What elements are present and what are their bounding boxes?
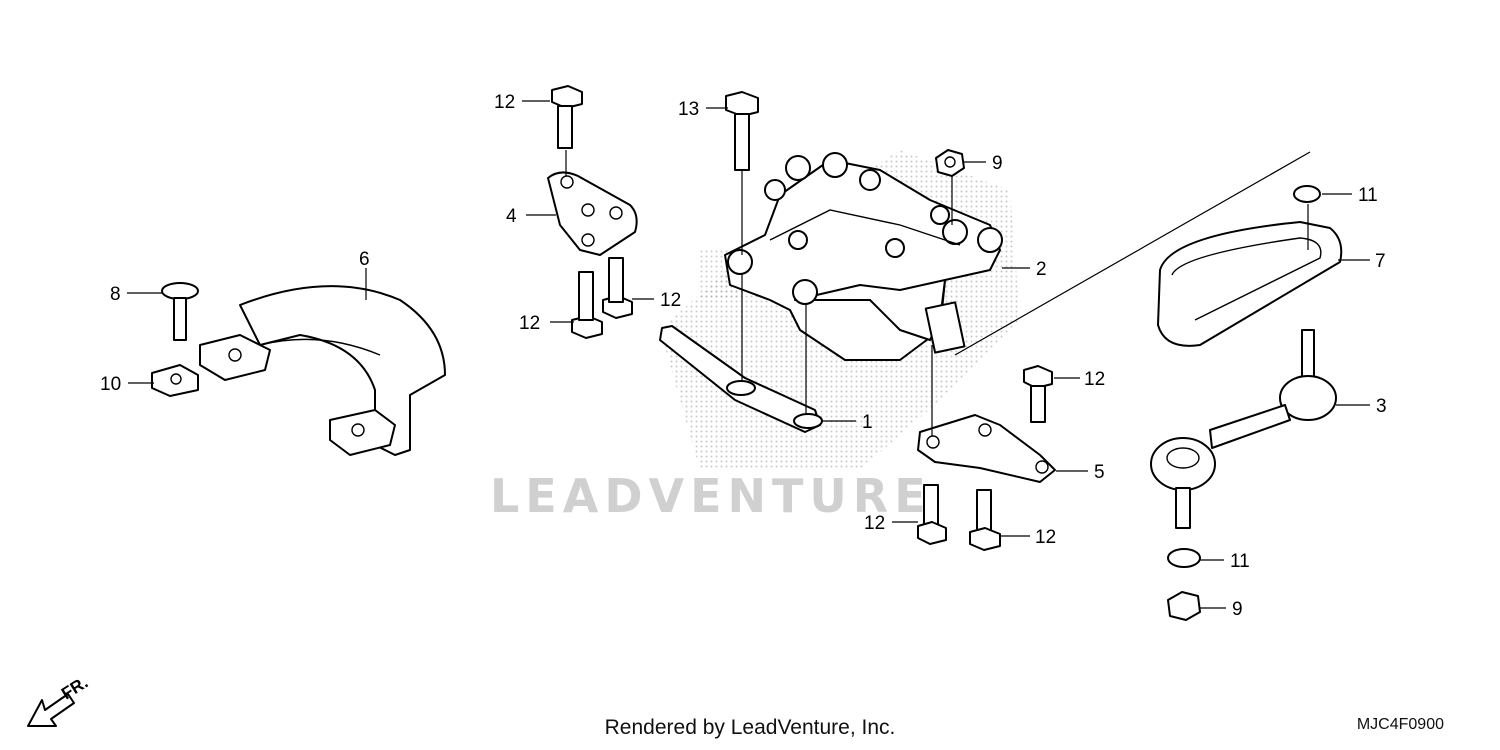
bolt-part-12-bottom-left — [917, 484, 947, 545]
callout-7: 7 — [1375, 251, 1386, 272]
bolt-part-12-top — [551, 85, 583, 149]
callout-12: 12 — [1084, 369, 1105, 390]
callout-12: 12 — [519, 313, 540, 334]
tie-rod-part-3 — [1150, 329, 1337, 529]
guide-lines — [565, 150, 1311, 436]
main-body-part-2 — [724, 152, 1003, 361]
washer-part-11-top — [1293, 185, 1321, 203]
callouts: 12 13 9 4 12 12 6 8 10 2 1 11 7 3 12 5 1 — [100, 92, 1387, 620]
callout-10: 10 — [100, 374, 121, 395]
front-arrow-icon — [27, 693, 75, 727]
callout-3: 3 — [1376, 396, 1387, 417]
bolt-part-8 — [161, 282, 199, 341]
bracket-part-5 — [917, 414, 1056, 483]
nut-part-9-top — [935, 149, 965, 177]
callout-12: 12 — [864, 513, 885, 534]
callout-2: 2 — [1036, 259, 1047, 280]
callout-11: 11 — [1230, 551, 1250, 572]
bolt-part-12-mid — [1023, 365, 1053, 423]
bolt-part-13 — [725, 91, 759, 171]
callout-13: 13 — [678, 99, 699, 120]
nut-part-9-bottom — [1167, 591, 1201, 621]
callout-12: 12 — [1035, 527, 1056, 548]
callout-9: 9 — [992, 153, 1003, 174]
bolt-part-12-right — [602, 257, 633, 319]
rendered-by-footer: Rendered by LeadVenture, Inc. — [604, 716, 896, 739]
watermark: LEADVENTURE — [490, 469, 932, 523]
bolt-part-12-bottom-right — [969, 489, 1001, 551]
callout-4: 4 — [506, 206, 517, 227]
callout-1: 1 — [862, 412, 873, 433]
diagram-code: MJC4F0900 — [1356, 716, 1444, 733]
callout-6: 6 — [359, 249, 370, 270]
bracket-part-4 — [547, 171, 638, 256]
callout-12: 12 — [494, 92, 515, 113]
damper-part-7 — [1157, 221, 1343, 347]
callout-11: 11 — [1358, 185, 1378, 206]
callout-5: 5 — [1094, 462, 1105, 483]
callout-8: 8 — [110, 284, 121, 305]
guard-part-6 — [199, 285, 446, 456]
callout-12: 12 — [660, 290, 681, 311]
callout-9: 9 — [1232, 599, 1243, 620]
washer-part-11-bottom — [1167, 548, 1201, 568]
clip-nut-part-10 — [151, 364, 199, 397]
watermark-text: LEADVENTURE — [490, 469, 932, 523]
bolt-part-12-left — [571, 271, 603, 339]
